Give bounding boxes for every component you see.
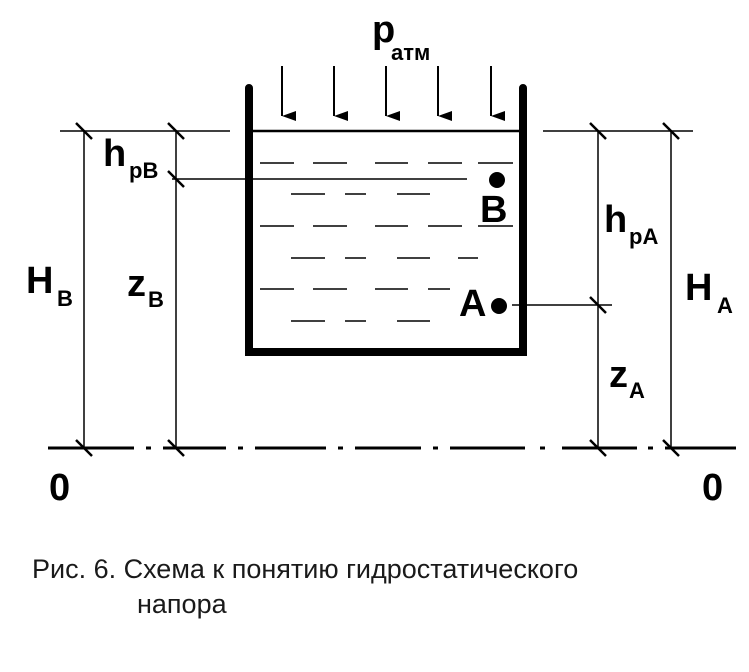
datum-label-right: 0 <box>702 467 723 509</box>
container <box>245 84 527 356</box>
pressure-subscript: атм <box>391 40 430 65</box>
dimension-lines <box>83 131 672 448</box>
hb-label: H <box>26 260 53 302</box>
hb-subscript: B <box>57 286 73 311</box>
pressure-label: p <box>372 9 395 51</box>
ha-subscript: A <box>717 293 733 318</box>
zb-label: z <box>127 263 146 305</box>
hpb-label: h <box>103 133 126 175</box>
atmospheric-pressure-arrows <box>281 66 505 121</box>
datum-label-left: 0 <box>49 467 70 509</box>
point-a-label: A <box>459 283 486 325</box>
point-b-label: B <box>480 189 507 231</box>
hpa-subscript: pA <box>629 224 658 249</box>
dimension-ticks <box>75 122 680 457</box>
hpa-label: h <box>604 199 627 241</box>
caption-line-1: Рис. 6. Схема к понятию гидростатическог… <box>32 554 579 584</box>
zb-subscript: B <box>148 287 164 312</box>
caption-line-2: напора <box>137 589 227 619</box>
za-subscript: A <box>629 378 645 403</box>
za-label: z <box>609 354 628 396</box>
ha-label: H <box>685 267 712 309</box>
point-a-marker <box>491 298 507 314</box>
hpb-subscript: pB <box>129 158 158 183</box>
liquid-dashes <box>260 162 513 322</box>
point-b-marker <box>489 172 505 188</box>
